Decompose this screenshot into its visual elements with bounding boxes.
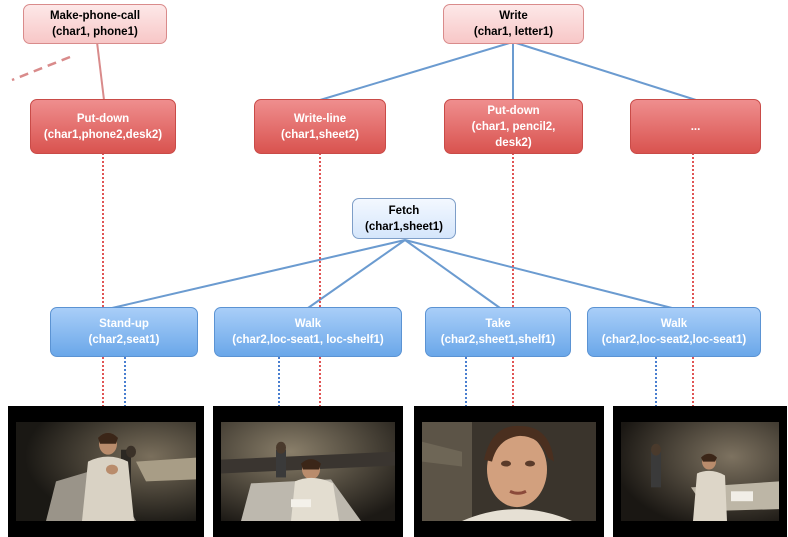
node-fetch: Fetch (char1,sheet1) (352, 198, 456, 239)
node-label-line1: Write (499, 10, 528, 22)
node-make-phone-call: Make-phone-call (char1, phone1) (23, 4, 167, 44)
node-label-line2: (char1, letter1) (473, 26, 554, 38)
node-label-line1: Stand-up (99, 318, 149, 330)
edge-make-phone-call-to-put-down (96, 41, 105, 101)
node-label-line2: (char2,loc-seat2,loc-seat1) (601, 334, 747, 346)
node-label-line1: ... (690, 120, 701, 133)
scene-frame-3 (414, 406, 604, 537)
node-label-line2: (char1,sheet2) (281, 128, 359, 141)
edge-fetch-to-stand-up (111, 239, 406, 309)
node-walk-2: Walk (char2,loc-seat2,loc-seat1) (587, 307, 761, 357)
node-label-line2: (char1, pencil2, (471, 120, 556, 133)
node-label-line1: Make-phone-call (49, 10, 141, 22)
node-write: Write (char1, letter1) (443, 4, 584, 44)
node-label-line2: (char2,loc-seat1, loc-shelf1) (232, 334, 384, 346)
node-label-line1: Put-down (487, 104, 540, 117)
node-stand-up: Stand-up (char2,seat1) (50, 307, 198, 357)
node-put-down-2: Put-down (char1, pencil2, desk2) (444, 99, 583, 154)
node-ellipsis: ... (630, 99, 761, 154)
node-label-line1: Fetch (388, 204, 420, 217)
node-write-line: Write-line (char1,sheet2) (254, 99, 386, 154)
scene-image-3 (422, 422, 596, 521)
scene-image-2 (221, 422, 395, 521)
node-label-line1: Walk (294, 318, 322, 330)
node-label-line1: Take (485, 318, 511, 330)
scene-frame-1 (8, 406, 204, 537)
scene-image-1 (16, 422, 196, 521)
node-label-line3: desk2) (495, 136, 532, 149)
node-label-line2: (char1,sheet1) (365, 220, 443, 233)
scene-image-4 (621, 422, 779, 521)
edge-fetch-to-take (404, 239, 501, 309)
node-label-line1: Walk (660, 318, 688, 330)
edge-fetch-to-walk-2 (404, 239, 673, 309)
node-put-down-1: Put-down (char1,phone2,desk2) (30, 99, 176, 154)
node-walk-1: Walk (char2,loc-seat1, loc-shelf1) (214, 307, 402, 357)
node-label-line2: (char2,seat1) (88, 334, 160, 346)
edge-write-to-write-line (319, 41, 514, 101)
node-label-line2: (char2,sheet1,shelf1) (440, 334, 556, 346)
scene-frame-2 (213, 406, 403, 537)
edge-write-to-ellipsis (512, 41, 697, 101)
node-label-line1: Put-down (76, 112, 130, 125)
scene-frame-4 (613, 406, 787, 537)
node-label-line2: (char1,phone2,desk2) (43, 128, 163, 141)
edge-fetch-to-walk-1 (307, 239, 406, 309)
edge-make-phone-call-dashed (11, 55, 71, 82)
node-label-line2: (char1, phone1) (52, 26, 138, 38)
node-label-line1: Write-line (293, 112, 347, 125)
node-take: Take (char2,sheet1,shelf1) (425, 307, 571, 357)
